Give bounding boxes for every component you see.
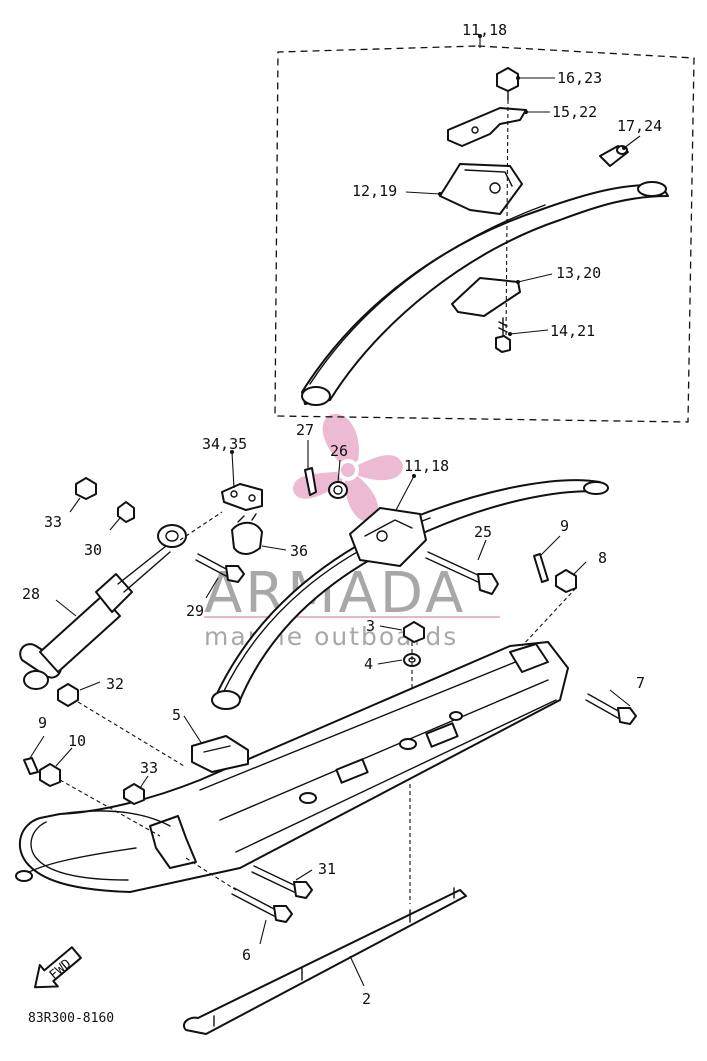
callout-labels: 11,18 16,23 15,22 17,24 12,19 13,20 14,2… xyxy=(22,21,662,1026)
callout-33-lower: 33 xyxy=(140,759,158,777)
ski-handle xyxy=(15,810,171,882)
callout-11-18-mid: 11,18 xyxy=(404,457,449,475)
collar-30 xyxy=(117,501,135,523)
shock-absorber-28 xyxy=(19,524,187,690)
spring-seat-mid xyxy=(349,507,427,567)
spring-assembly-box xyxy=(274,34,695,423)
callout-8: 8 xyxy=(598,549,607,567)
nut-3 xyxy=(403,621,425,643)
bolt-29 xyxy=(195,553,245,583)
callout-34-35: 34,35 xyxy=(202,435,247,453)
callout-26: 26 xyxy=(330,442,348,460)
bracket-34-35 xyxy=(221,483,263,511)
armada-logo-icon xyxy=(293,413,403,522)
callout-29: 29 xyxy=(186,602,204,620)
leader-lines xyxy=(29,76,641,987)
nut-33-lower xyxy=(123,783,145,805)
nut-16-23 xyxy=(496,67,519,101)
callout-30: 30 xyxy=(84,541,102,559)
fwd-arrow-icon xyxy=(34,946,82,989)
nut-8 xyxy=(555,569,577,593)
nut-33-upper xyxy=(75,477,97,500)
callout-5: 5 xyxy=(172,706,181,724)
callout-17-24: 17,24 xyxy=(617,117,662,135)
callout-9-left: 9 xyxy=(38,714,47,732)
callout-25: 25 xyxy=(474,523,492,541)
bolt-25 xyxy=(425,551,499,595)
collar-32 xyxy=(57,683,79,707)
bolt-14-21 xyxy=(495,317,511,353)
callout-36: 36 xyxy=(290,542,308,560)
plate-13-20 xyxy=(451,277,521,317)
callout-7: 7 xyxy=(636,674,645,692)
ski-main xyxy=(18,641,569,893)
callout-28: 28 xyxy=(22,585,40,603)
callout-13-20: 13,20 xyxy=(556,264,601,282)
bolt-7 xyxy=(585,693,637,725)
bracket-5 xyxy=(191,735,249,773)
runner-2 xyxy=(182,887,467,1035)
plate-15-22 xyxy=(447,107,527,147)
callout-15-22: 15,22 xyxy=(552,103,597,121)
callout-31: 31 xyxy=(318,860,336,878)
callout-14-21: 14,21 xyxy=(550,322,595,340)
callout-16-23: 16,23 xyxy=(557,69,602,87)
part-code: 83R300-8160 xyxy=(28,1011,114,1026)
callout-33-upper: 33 xyxy=(44,513,62,531)
bumper-36 xyxy=(231,513,263,555)
bolt-6 xyxy=(231,887,293,923)
callout-4: 4 xyxy=(364,655,373,673)
callout-11-18-top: 11,18 xyxy=(462,21,507,39)
nut-10 xyxy=(39,763,61,787)
collar-26 xyxy=(328,481,348,499)
callout-32: 32 xyxy=(106,675,124,693)
callout-3: 3 xyxy=(366,617,375,635)
cotter-pin-9-left xyxy=(23,757,39,775)
callout-2: 2 xyxy=(362,990,371,1008)
callout-10: 10 xyxy=(68,732,86,750)
cotter-pin-9-right xyxy=(533,553,549,583)
bolt-31 xyxy=(251,865,313,899)
callout-9-right: 9 xyxy=(560,517,569,535)
callout-12-19: 12,19 xyxy=(352,182,397,200)
spring-seat-12-19 xyxy=(439,163,523,215)
leaf-spring-top xyxy=(301,181,669,406)
callout-6: 6 xyxy=(242,946,251,964)
callout-27: 27 xyxy=(296,421,314,439)
pin-27 xyxy=(304,467,317,496)
